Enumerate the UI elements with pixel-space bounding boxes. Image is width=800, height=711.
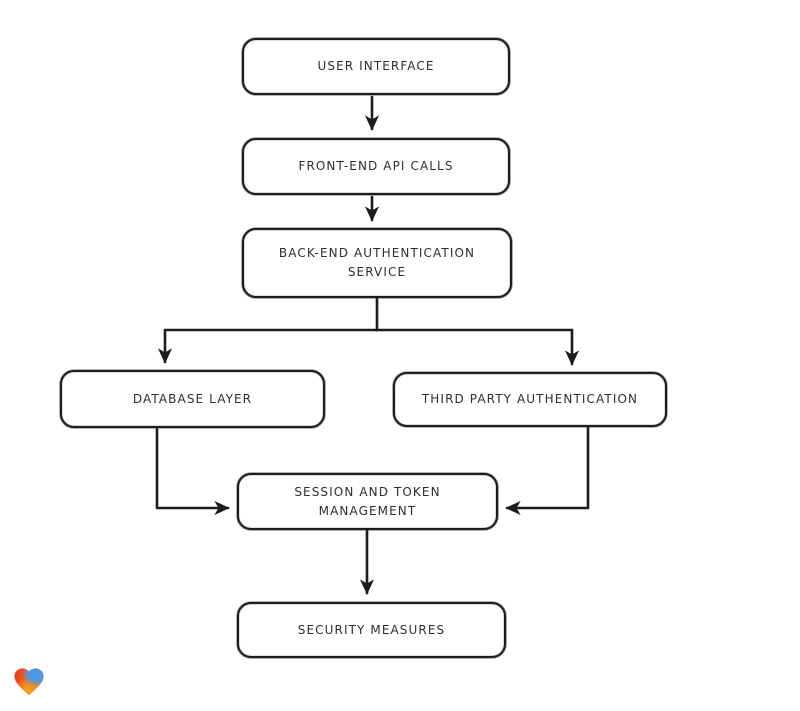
heart-gradient-logo	[11, 664, 47, 699]
node-security-measures: SECURITY MEASURES	[237, 602, 506, 658]
node-front-end-api-calls: FRONT-END API CALLS	[242, 138, 510, 195]
node-user-interface-label: USER INTERFACE	[317, 59, 435, 74]
node-session-and-token-management: SESSION AND TOKEN MANAGEMENT	[237, 473, 498, 530]
node-database-layer-label: DATABASE LAYER	[132, 391, 253, 406]
node-back-end-authentication-service-label: BACK-END AUTHENTICATION SERVICE	[278, 246, 476, 279]
heart-icon	[14, 668, 44, 696]
node-third-party-authentication: THIRD PARTY AUTHENTICATION	[393, 372, 667, 427]
node-user-interface: USER INTERFACE	[242, 38, 510, 95]
edge-thirdparty-to-session	[505, 426, 590, 516]
node-security-measures-label: SECURITY MEASURES	[297, 622, 446, 637]
node-front-end-api-calls-label: FRONT-END API CALLS	[298, 159, 454, 174]
edge-database-to-session	[155, 427, 230, 516]
node-back-end-authentication-service: BACK-END AUTHENTICATION SERVICE	[242, 228, 512, 298]
node-session-and-token-management-label: SESSION AND TOKEN MANAGEMENT	[294, 484, 441, 518]
node-database-layer: DATABASE LAYER	[60, 370, 325, 428]
node-third-party-authentication-label: THIRD PARTY AUTHENTICATION	[421, 392, 639, 407]
